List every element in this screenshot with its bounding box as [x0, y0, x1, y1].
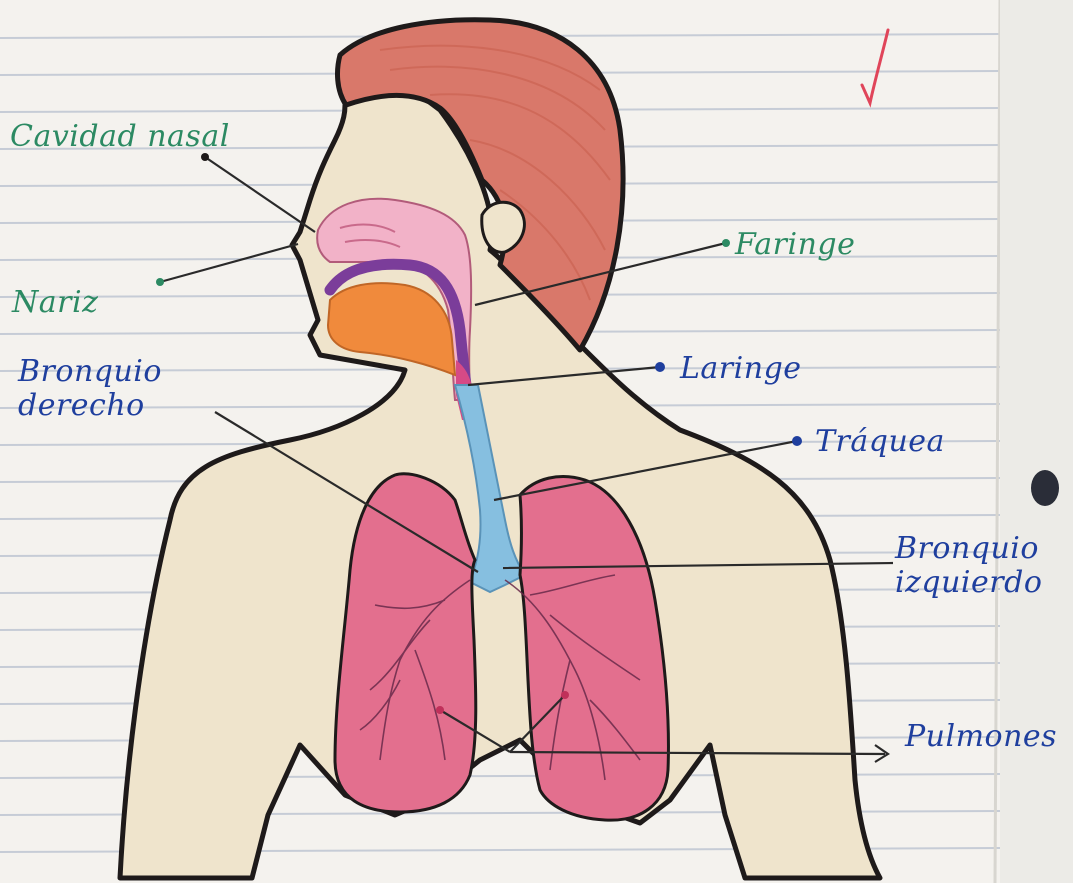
label-bronquio-derecho-line1: Bronquio [18, 355, 162, 389]
binder-hole-icon [1031, 470, 1059, 506]
label-bronquio-izquierdo-line2: izquierdo [895, 566, 1042, 600]
check-mark-icon [862, 30, 888, 103]
label-pulmones: Pulmones [905, 720, 1057, 754]
label-cavidad-nasal: Cavidad nasal [10, 120, 230, 154]
label-bronquio-derecho: Bronquio derecho [18, 355, 162, 423]
label-traquea: Tráquea [815, 425, 945, 459]
label-bronquio-derecho-line2: derecho [18, 389, 162, 423]
label-nariz: Nariz [12, 286, 98, 320]
label-laringe: Laringe [680, 352, 802, 386]
label-bronquio-izquierdo-line1: Bronquio [895, 532, 1042, 566]
label-bronquio-izquierdo: Bronquio izquierdo [895, 532, 1042, 600]
label-faringe: Faringe [735, 228, 855, 262]
